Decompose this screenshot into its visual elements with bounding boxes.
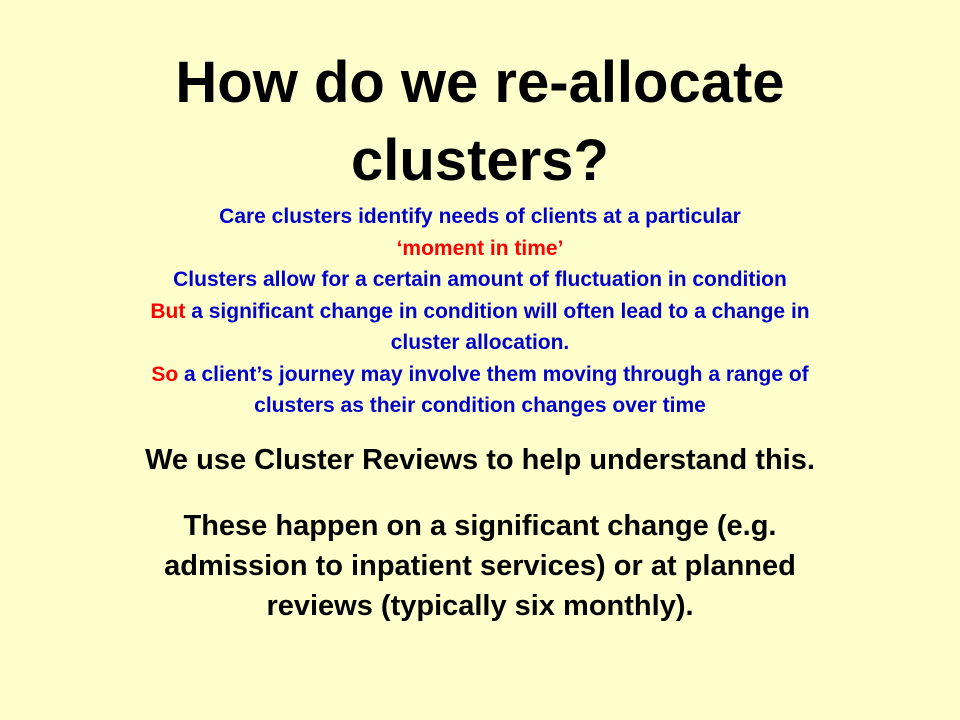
point-line-4: But a significant change in condition wi… [0, 296, 960, 328]
review-line-1: These happen on a significant change (e.… [183, 510, 777, 542]
key-points: Care clusters identify needs of clients … [0, 201, 960, 422]
point-line-4-text: a significant change in condition will o… [185, 299, 810, 323]
point-line-4-prefix: But [150, 299, 186, 323]
title-line-2: clusters? [351, 128, 609, 193]
point-line-6: So a client’s journey may involve them m… [0, 359, 960, 391]
point-line-6-text: a client’s journey may involve them movi… [178, 362, 809, 386]
title-line-1: How do we re-allocate [175, 50, 785, 115]
review-line-3: reviews (typically six monthly). [266, 590, 694, 622]
review-explanation: These happen on a significant change (e.… [0, 506, 960, 626]
point-line-1: Care clusters identify needs of clients … [219, 205, 741, 228]
slide-title: How do we re-allocate clusters? [0, 44, 960, 200]
review-line-2: admission to inpatient services) or at p… [164, 550, 796, 582]
lead-statement: We use Cluster Reviews to help understan… [145, 444, 815, 476]
point-line-6-prefix: So [151, 362, 179, 386]
point-line-7: clusters as their condition changes over… [254, 394, 706, 417]
point-line-2: ‘moment in time’ [396, 236, 564, 260]
point-line-3: Clusters allow for a certain amount of f… [173, 268, 787, 291]
point-line-5: cluster allocation. [390, 331, 570, 354]
